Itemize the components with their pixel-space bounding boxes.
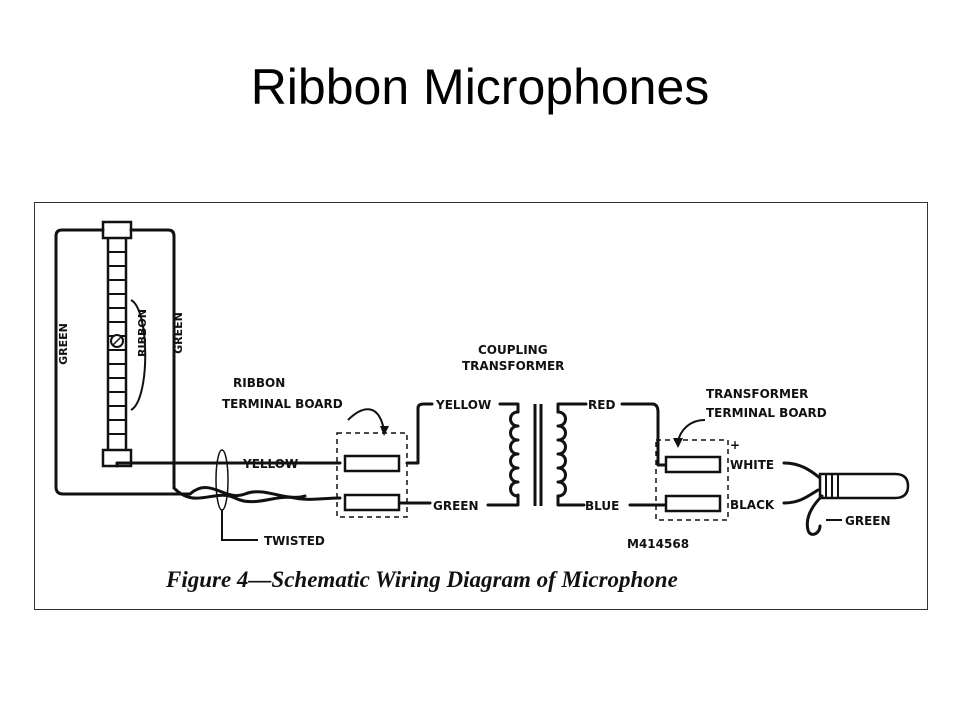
coupling-transformer (509, 402, 588, 507)
ribbon-leads (172, 449, 342, 541)
label-ribbon: RIBBON (136, 309, 149, 357)
green-wires (54, 228, 202, 496)
yellow-to-primary (498, 402, 520, 414)
label-part-number: M414568 (627, 537, 689, 551)
label-ribbon-board-1: RIBBON (233, 376, 285, 390)
figure-frame (34, 202, 928, 610)
label-coupling: COUPLING (478, 343, 548, 357)
label-transformer-board-2: TERMINAL BOARD (706, 406, 827, 420)
label-blue: BLUE (585, 499, 619, 513)
label-transformer-board-1: TRANSFORMER (706, 387, 808, 401)
output-cable (782, 461, 910, 536)
label-transformer: TRANSFORMER (462, 359, 564, 373)
label-white: WHITE (730, 458, 774, 472)
label-ribbon-board-2: TERMINAL BOARD (222, 397, 343, 411)
label-plus: + (730, 438, 740, 452)
figure-caption: Figure 4—Schematic Wiring Diagram of Mic… (165, 567, 678, 592)
label-twisted: TWISTED (264, 534, 325, 548)
transformer-terminal-board (655, 419, 729, 521)
slide-title: Ribbon Microphones (250, 59, 710, 115)
label-green-cable: GREEN (845, 514, 891, 528)
label-yellow-2: YELLOW (435, 398, 491, 412)
label-red: RED (588, 398, 615, 412)
label-green-1: GREEN (433, 499, 479, 513)
yellow-wire (405, 402, 434, 465)
label-green-right: GREEN (172, 312, 185, 354)
label-black: BLACK (730, 498, 775, 512)
green-to-primary (486, 493, 520, 507)
ribbon-terminal-board (336, 408, 408, 518)
red-wire (620, 402, 672, 467)
label-green-left: GREEN (57, 323, 70, 365)
label-yellow-1: YELLOW (242, 457, 298, 471)
